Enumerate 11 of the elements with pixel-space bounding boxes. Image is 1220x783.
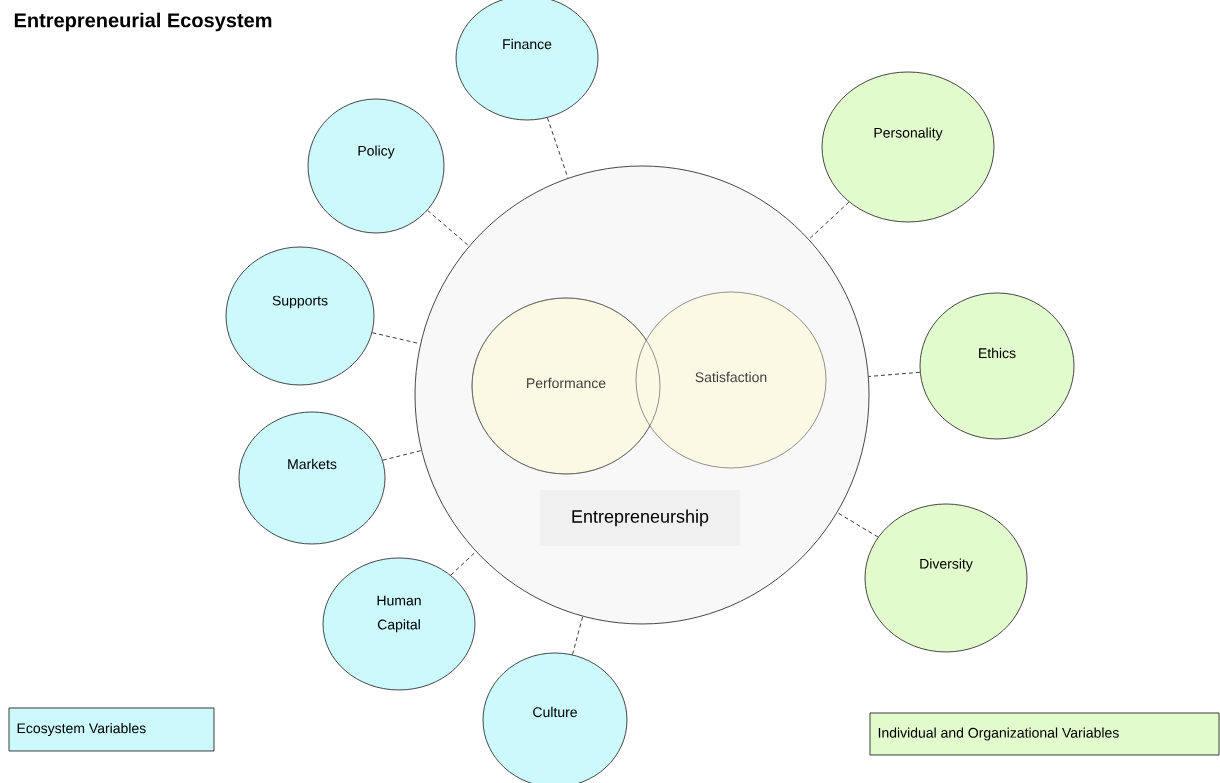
legend-box: Ecosystem Variables <box>8 707 215 752</box>
connector-line <box>808 201 850 240</box>
title: Entrepreneurial Ecosystem <box>14 12 272 32</box>
connector-line <box>427 209 470 247</box>
connector-line <box>546 117 569 179</box>
connector-line <box>868 371 921 377</box>
connector-line <box>836 512 879 538</box>
connector-line <box>382 450 422 461</box>
connector-line <box>450 551 477 576</box>
connector-line <box>572 616 584 655</box>
legend-box: Individual and Organizational Variables <box>869 712 1220 756</box>
